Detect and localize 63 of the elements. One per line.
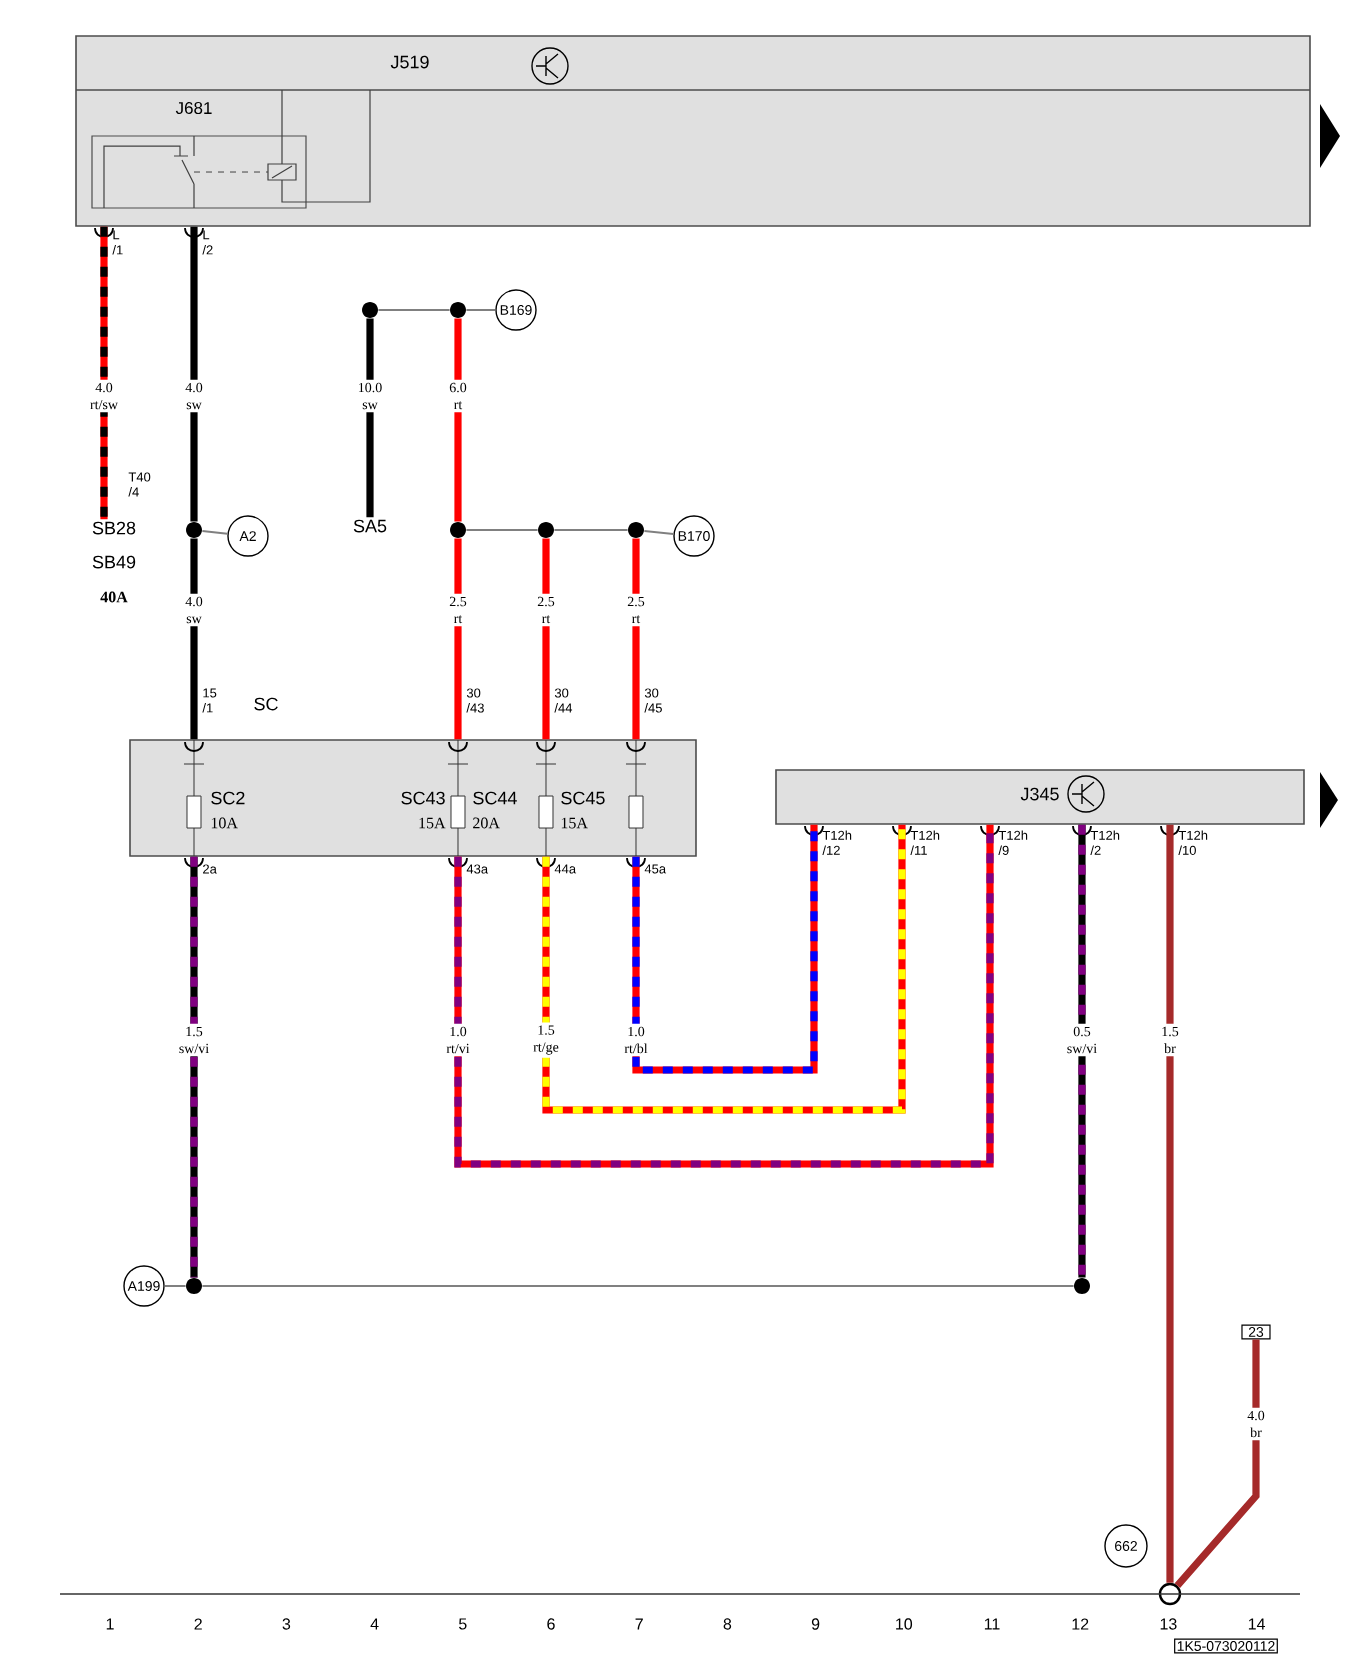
- column-number: 10: [896, 1618, 913, 1630]
- wire: [542, 538, 550, 740]
- control-unit-band: J345: [775, 769, 1305, 825]
- column-number: 14: [1248, 1618, 1265, 1630]
- connection-line: [201, 1285, 1075, 1287]
- node-label: SC2: [211, 791, 245, 805]
- wire: [1166, 824, 1174, 1583]
- wire: [454, 538, 462, 740]
- node-label: 15A: [561, 817, 588, 829]
- node-label: J681: [175, 102, 212, 115]
- connection-line: [163, 1285, 187, 1287]
- wire: [190, 856, 198, 1278]
- junction-dot: [538, 522, 554, 538]
- node-label: 20A: [473, 817, 500, 829]
- junction-dot: [628, 522, 644, 538]
- column-number: 1: [106, 1618, 114, 1630]
- junction-dot: [186, 522, 202, 538]
- column-number: 4: [370, 1618, 379, 1630]
- connection-line: [643, 529, 675, 535]
- wire: [632, 824, 818, 1074]
- connection-line: [553, 529, 629, 531]
- node-label: SC45: [561, 791, 605, 805]
- junction-dot: [450, 522, 466, 538]
- junction-dot: [186, 1278, 202, 1294]
- fuse: SC44 20A: [473, 739, 557, 857]
- wire: [454, 824, 994, 1168]
- wire: [366, 318, 374, 518]
- wire: [100, 226, 108, 520]
- column-number: 11: [984, 1618, 1000, 1630]
- component-label: SA5: [353, 519, 387, 533]
- connection-line: [465, 529, 539, 531]
- node-label: SC44: [473, 791, 517, 805]
- wire: [632, 538, 640, 740]
- wire: [190, 226, 198, 522]
- wire: [542, 824, 906, 1114]
- node-label: SC43: [401, 791, 445, 805]
- node-label: 15A: [419, 817, 446, 829]
- wire: [1078, 824, 1086, 1278]
- column-number: 9: [811, 1618, 820, 1630]
- fuse-label: SB28 SB49 40A: [92, 521, 136, 603]
- fuse: SC43 15A: [401, 739, 469, 857]
- column-number: 12: [1072, 1618, 1089, 1630]
- fuse: SC2 10A: [183, 739, 245, 857]
- node-label: 10A: [211, 817, 238, 829]
- column-number: 6: [547, 1618, 555, 1630]
- relay-box: J681: [91, 102, 307, 209]
- column-number: 3: [282, 1618, 291, 1630]
- ground-point: [1158, 1582, 1182, 1606]
- node-label: SC: [254, 697, 278, 711]
- column-number: 7: [635, 1618, 643, 1630]
- fuse: SC45 15A: [561, 739, 647, 857]
- junction-dot: [362, 302, 378, 318]
- column-number: 5: [458, 1618, 467, 1630]
- wire: [454, 318, 462, 522]
- wire: [190, 538, 198, 740]
- connection-line: [201, 529, 229, 535]
- column-number: 2: [194, 1618, 202, 1630]
- column-number: 8: [723, 1618, 732, 1630]
- junction-dot: [450, 302, 466, 318]
- connection-line: [465, 309, 497, 312]
- connection-line: [377, 309, 451, 312]
- wire: [1174, 1339, 1260, 1588]
- junction-dot: [1074, 1278, 1090, 1294]
